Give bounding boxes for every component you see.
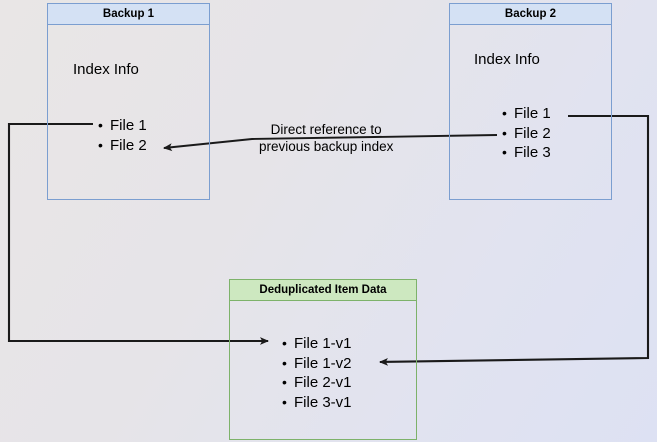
backup-2-box: Backup 2 <box>449 3 612 200</box>
dedup-store-box: Deduplicated Item Data <box>229 279 417 440</box>
list-item: File 3 <box>502 143 551 163</box>
backup-2-file-list: File 1 File 2 File 3 <box>496 104 551 163</box>
backup-1-index-info-label: Index Info <box>73 61 139 78</box>
list-item: File 1 <box>98 116 147 136</box>
list-item: File 2-v1 <box>282 373 351 393</box>
list-item: File 1-v2 <box>282 354 351 374</box>
direct-reference-caption: Direct reference to previous backup inde… <box>259 122 393 155</box>
backup-2-index-info-label: Index Info <box>474 51 540 68</box>
list-item: File 2 <box>502 124 551 144</box>
list-item: File 1-v1 <box>282 334 351 354</box>
list-item: File 1 <box>502 104 551 124</box>
direct-reference-caption-line-2: previous backup index <box>259 138 394 154</box>
backup-1-file-list: File 1 File 2 <box>92 116 147 155</box>
dedup-store-header: Deduplicated Item Data <box>230 280 416 301</box>
dedup-store-file-list: File 1-v1 File 1-v2 File 2-v1 File 3-v1 <box>276 334 351 413</box>
backup-1-box: Backup 1 <box>47 3 210 200</box>
backup-1-header: Backup 1 <box>48 4 209 25</box>
list-item: File 3-v1 <box>282 393 351 413</box>
direct-reference-caption-line-1: Direct reference to <box>270 122 382 137</box>
list-item: File 2 <box>98 136 147 156</box>
backup-2-header: Backup 2 <box>450 4 611 25</box>
